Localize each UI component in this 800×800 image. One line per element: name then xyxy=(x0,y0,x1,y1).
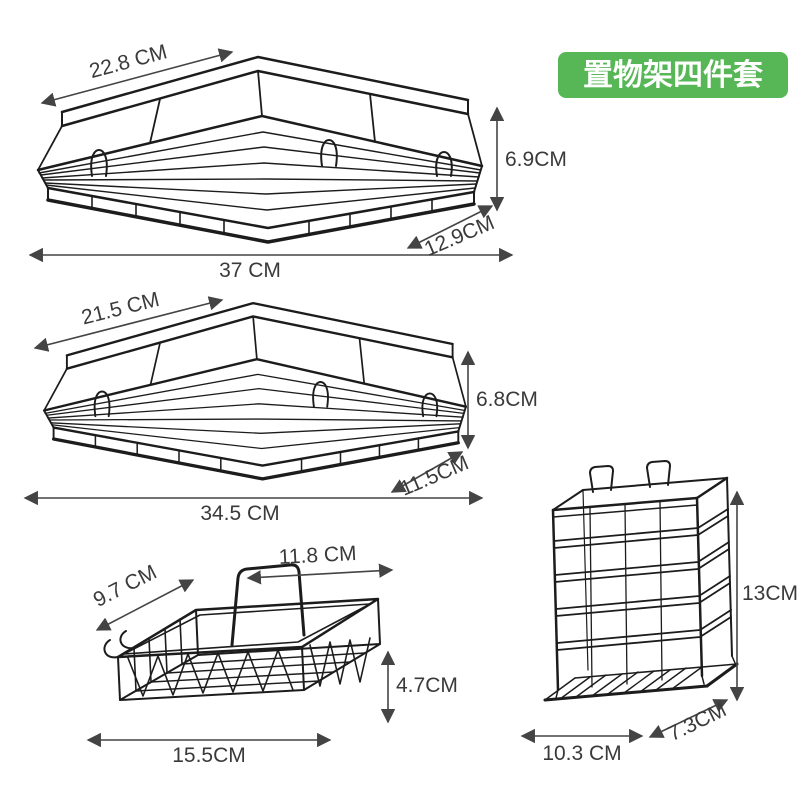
dim-arrows-holder xyxy=(520,490,745,744)
dim-label-holder-width: 10.3 CM xyxy=(542,742,621,765)
dim-label-soap-dish-height: 4.7CM xyxy=(396,674,458,697)
dim-label-shelf-large-top-edge: 22.8 CM xyxy=(87,40,170,83)
title-badge-label: 置物架四件套 xyxy=(583,59,763,92)
title-badge-background xyxy=(558,52,788,98)
dim-arrows-soap-dish xyxy=(86,563,396,748)
dim-label-soap-dish-depth: 9.7 CM xyxy=(90,561,161,612)
title-badge: 置物架四件套 xyxy=(558,52,788,98)
dim-arrows-shelf-large xyxy=(28,48,514,263)
dim-label-shelf-large-depth: 12.9CM xyxy=(421,211,498,261)
dim-label-holder-height: 13CM xyxy=(742,582,798,605)
corner-shelf-large-image xyxy=(36,55,484,244)
dim-label-shelf-large-width: 37 CM xyxy=(219,259,281,282)
dim-arrows-shelf-small xyxy=(23,296,484,506)
dim-label-soap-dish-top-width: 11.8 CM xyxy=(278,542,357,569)
dim-label-shelf-large-height: 6.9CM xyxy=(505,148,567,171)
dim-label-shelf-small-top-edge: 21.5 CM xyxy=(79,288,162,330)
soap-dish-image xyxy=(103,563,381,701)
dim-label-shelf-small-depth: 11.5CM xyxy=(397,451,472,500)
dim-label-shelf-small-width: 34.5 CM xyxy=(200,502,279,525)
dim-label-soap-dish-width: 15.5CM xyxy=(172,744,246,767)
dim-label-shelf-small-height: 6.8CM xyxy=(476,388,538,411)
utensil-holder-image xyxy=(543,460,739,702)
dim-label-holder-depth: 7.3CM xyxy=(664,698,730,746)
